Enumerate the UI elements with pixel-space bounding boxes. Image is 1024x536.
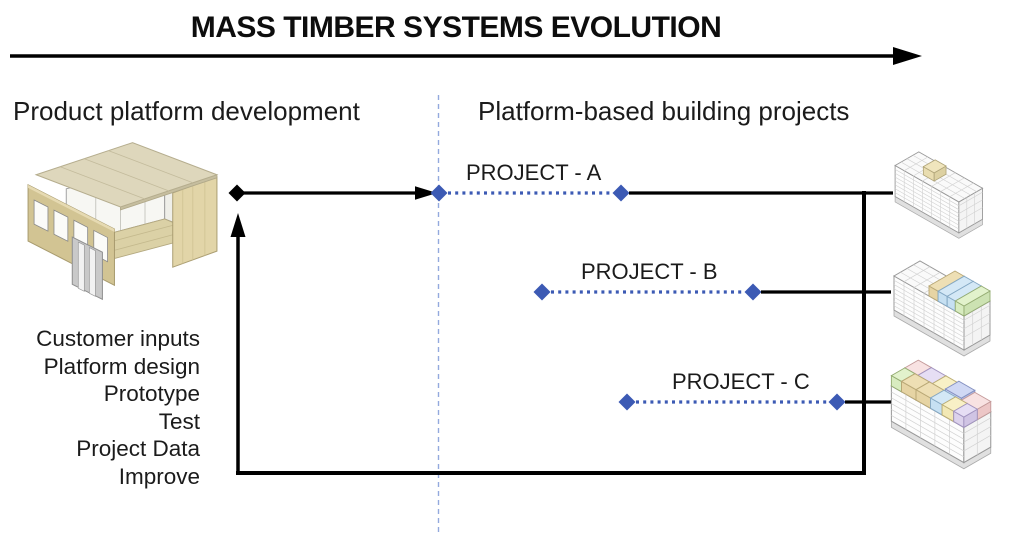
blue-diamond-start xyxy=(430,184,448,202)
project-c-label: PROJECT - C xyxy=(672,369,810,394)
blue-diamond-end xyxy=(744,283,762,301)
highlight-block-tan xyxy=(922,159,947,182)
left-section-header: Product platform development xyxy=(13,96,360,126)
step-item: Prototype xyxy=(103,381,200,407)
project-b-label: PROJECT - B xyxy=(581,259,718,284)
project-b-line xyxy=(533,283,891,301)
black-diamond-marker xyxy=(228,184,246,202)
step-item: Test xyxy=(158,408,200,434)
step-item: Platform design xyxy=(43,353,200,379)
step-item: Improve xyxy=(118,463,200,489)
right-section-header: Platform-based building projects xyxy=(478,96,850,126)
building-a-icon xyxy=(894,151,984,239)
blue-diamond-start xyxy=(533,283,551,301)
colored-blocks xyxy=(890,359,992,429)
right-arrowhead xyxy=(415,186,437,200)
blue-diamond-start xyxy=(618,393,636,411)
feedback-loop xyxy=(230,191,866,475)
step-item: Customer inputs xyxy=(36,326,200,351)
platform-module-icon xyxy=(27,142,219,301)
platform-steps-list: Customer inputs Platform design Prototyp… xyxy=(0,325,200,491)
project-a-label: PROJECT - A xyxy=(466,160,602,185)
timeline-arrow xyxy=(10,47,922,65)
blue-diamond-end xyxy=(612,184,630,202)
blue-diamond-end xyxy=(828,393,846,411)
diagram-title: MASS TIMBER SYSTEMS EVOLUTION xyxy=(190,11,722,44)
project-a-line xyxy=(228,184,893,202)
building-c-icon xyxy=(890,359,992,470)
step-item: Project Data xyxy=(76,436,200,462)
building-b-icon xyxy=(892,260,992,357)
feedback-up-arrowhead xyxy=(230,213,246,237)
colored-blocks xyxy=(928,270,991,317)
project-c-line xyxy=(618,393,894,411)
